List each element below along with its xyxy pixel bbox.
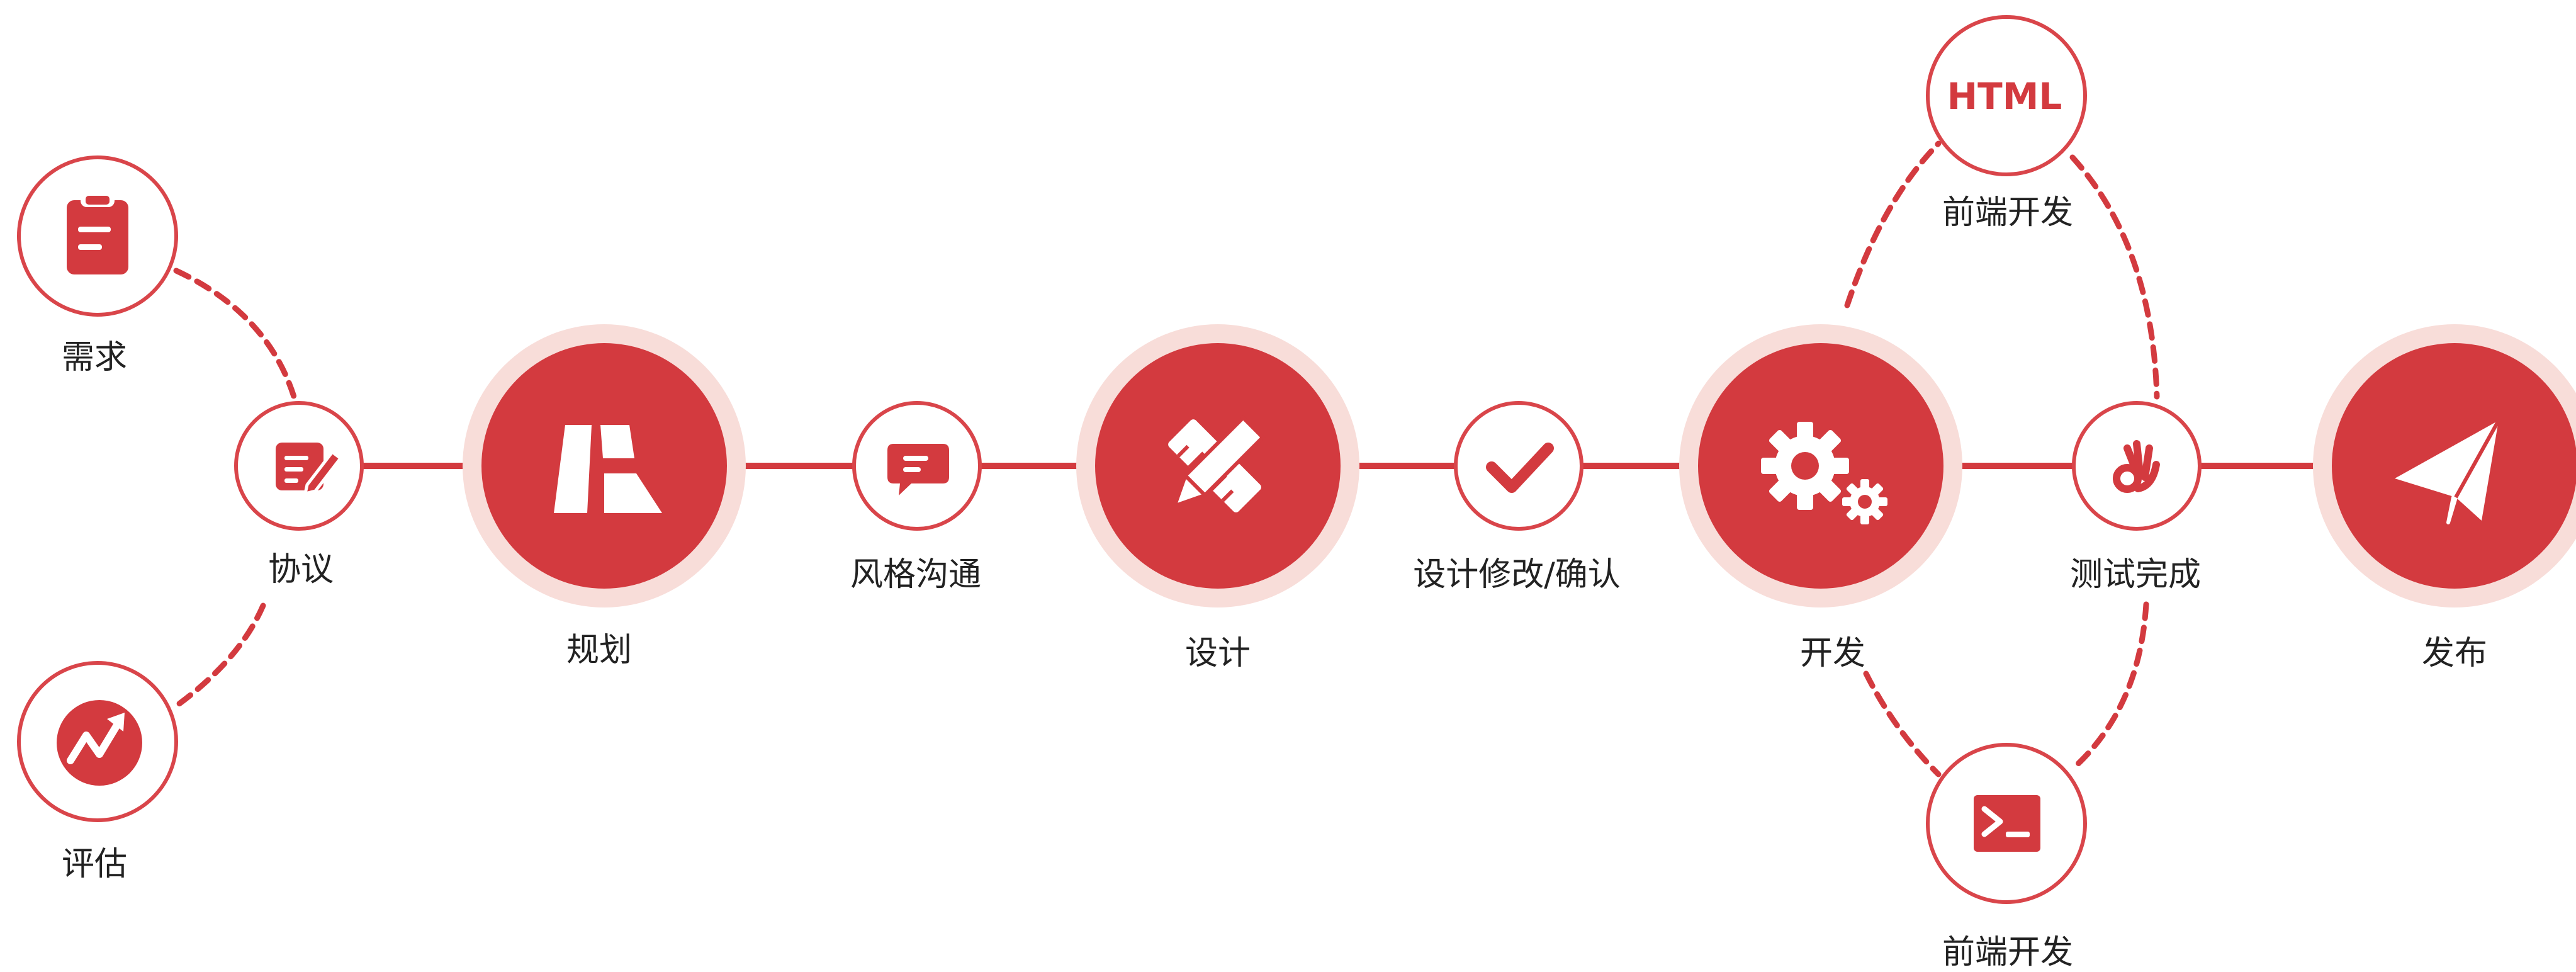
dashed-connectors xyxy=(170,140,2160,777)
terminal-icon xyxy=(1974,795,2040,852)
node-fengge-label: 风格沟通 xyxy=(850,556,981,594)
node-guihua-label: 规划 xyxy=(566,631,632,669)
node-xuqiu-label: 需求 xyxy=(62,339,127,376)
chat-bubble-icon xyxy=(887,444,949,495)
road-layout-icon xyxy=(554,425,662,513)
node-qianduan-top-ring xyxy=(1926,15,2087,176)
node-sheji: 设计 xyxy=(1076,324,1359,672)
node-fabu: 发布 xyxy=(2313,324,2576,672)
node-pinggu: 评估 xyxy=(17,661,178,883)
node-pinggu-label: 评估 xyxy=(62,845,127,883)
node-xieyi-label: 协议 xyxy=(268,551,334,589)
connector-xieyi-pinggu xyxy=(170,602,266,711)
ruler-pencil-icon xyxy=(1168,415,1266,512)
node-kaifa: 开发 xyxy=(1679,324,1962,672)
node-qianduan-bottom: 前端开发 xyxy=(1926,743,2087,971)
node-guihua-disc xyxy=(481,343,727,589)
ok-hand-icon xyxy=(2113,440,2160,493)
node-qianduan-top-label: 前端开发 xyxy=(1942,194,2073,232)
node-qianduan-top: HTML 前端开发 xyxy=(1926,15,2087,232)
gears-icon xyxy=(1761,422,1887,524)
node-kaifa-label: 开发 xyxy=(1800,635,1865,672)
node-qianduan-bottom-label: 前端开发 xyxy=(1942,934,2073,971)
node-fengge: 风格沟通 xyxy=(850,401,982,594)
connector-html-ceshi xyxy=(2069,154,2160,400)
paper-plane-icon xyxy=(2395,421,2499,524)
node-guihua: 规划 xyxy=(463,324,746,669)
node-sheji-label: 设计 xyxy=(1185,635,1251,672)
node-xiugai-ring xyxy=(1454,401,1583,531)
node-ceshi: 测试完成 xyxy=(2070,401,2202,594)
html-badge: HTML xyxy=(1947,75,2062,118)
document-edit-icon xyxy=(276,443,342,495)
node-xiugai: 设计修改/确认 xyxy=(1413,401,1621,594)
connector-xuqiu-xieyi xyxy=(173,268,299,406)
node-xuqiu: 需求 xyxy=(17,155,178,376)
connector-kaifa-terminal xyxy=(1863,670,1942,777)
connector-kaifa-html xyxy=(1844,140,1942,308)
clipboard-icon xyxy=(67,192,128,274)
connector-ceshi-terminal xyxy=(2074,601,2149,768)
node-fabu-label: 发布 xyxy=(2422,635,2487,672)
trend-chart-icon xyxy=(57,700,142,786)
node-xiugai-label: 设计修改/确认 xyxy=(1413,556,1621,594)
node-ceshi-label: 测试完成 xyxy=(2070,556,2201,594)
node-xieyi: 协议 xyxy=(234,401,364,589)
checkmark-icon xyxy=(1486,443,1554,493)
